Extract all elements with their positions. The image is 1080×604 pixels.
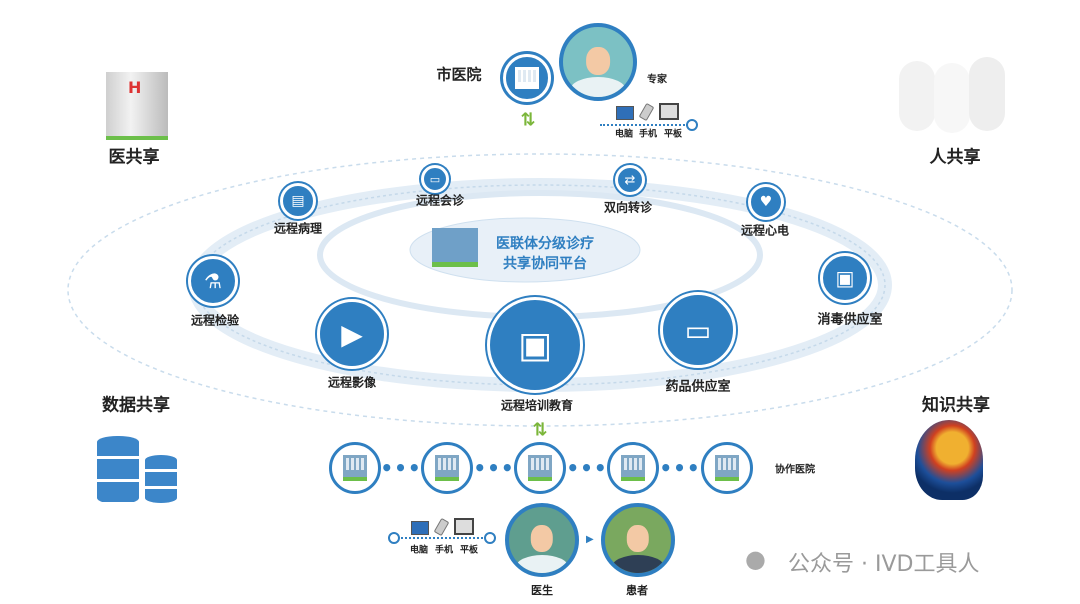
partner-hospital-icon <box>329 442 381 494</box>
devices-icon <box>616 102 679 122</box>
pathology-icon[interactable]: ▤ <box>280 183 316 219</box>
device-phone-label: 手机 <box>638 129 658 140</box>
microscope-icon[interactable]: ⚗ <box>188 256 238 306</box>
ecg-heart-icon[interactable]: ♥ <box>748 184 784 220</box>
service-training[interactable]: 远程培训教育 <box>500 398 574 413</box>
doctor-label: 医生 <box>531 584 553 597</box>
knowledge-share-label: 知识共享 <box>922 395 990 416</box>
people-share-label: 人共享 <box>929 147 981 168</box>
medical-share-label: 医共享 <box>108 147 160 168</box>
exchange-arrows-bottom-icon: ⇅ <box>532 419 548 441</box>
database-small-icon <box>145 455 177 503</box>
partner-hospital-icon <box>514 442 566 494</box>
watermark: 公众号 · IVD工具人 <box>788 552 980 577</box>
device-computer-label: 电脑 <box>409 545 429 556</box>
devices-icon <box>411 517 474 537</box>
expert-avatar <box>559 23 637 101</box>
referral-icon[interactable]: ⇄ <box>615 165 645 195</box>
platform-title-line2: 共享协同平台 <box>503 256 587 272</box>
city-hospital-icon <box>503 54 551 102</box>
training-board-icon[interactable]: ▣ <box>487 297 583 393</box>
exchange-arrows-icon: ⇅ <box>520 109 536 131</box>
medical-staff-icon <box>892 56 1010 134</box>
brain-head-icon <box>915 420 983 500</box>
device-tablet-label: 平板 <box>459 545 479 556</box>
service-imaging[interactable]: 远程影像 <box>327 375 377 390</box>
expert-label: 专家 <box>647 74 667 86</box>
service-referral[interactable]: 双向转诊 <box>603 200 653 215</box>
hospital-icon: H <box>106 72 168 140</box>
service-pathology[interactable]: 远程病理 <box>273 221 323 236</box>
partner-hospital-icon <box>607 442 659 494</box>
data-share-label: 数据共享 <box>102 395 170 416</box>
patient-avatar <box>601 503 675 577</box>
device-phone-label: 手机 <box>434 545 454 556</box>
partner-hospital-icon <box>421 442 473 494</box>
device-tablet-label: 平板 <box>663 129 683 140</box>
service-remote-consult[interactable]: 远程会诊 <box>415 193 465 208</box>
id-card-icon[interactable]: ▣ <box>820 253 870 303</box>
device-computer-label: 电脑 <box>614 129 634 140</box>
partner-hospital-label: 协作医院 <box>775 464 815 476</box>
partner-hospital-icon <box>701 442 753 494</box>
consult-icon[interactable]: ▭ <box>421 165 449 193</box>
wechat-icon: ● <box>745 545 766 573</box>
service-lab[interactable]: 远程检验 <box>190 313 240 328</box>
monitor-wifi-icon[interactable]: ▭ <box>660 292 736 368</box>
patient-label: 患者 <box>626 584 648 597</box>
tv-play-icon[interactable]: ▶ <box>317 299 387 369</box>
platform-building-icon <box>432 228 478 267</box>
service-sterile-supply[interactable]: 消毒供应室 <box>817 312 883 328</box>
database-icon <box>97 436 139 504</box>
service-ecg[interactable]: 远程心电 <box>740 223 790 238</box>
city-hospital-label: 市医院 <box>436 65 482 84</box>
service-pharmacy[interactable]: 药品供应室 <box>665 379 731 395</box>
platform-title-line1: 医联体分级诊疗 <box>496 236 594 252</box>
doctor-avatar <box>505 503 579 577</box>
arrow-right-icon: ▶ <box>586 534 594 545</box>
